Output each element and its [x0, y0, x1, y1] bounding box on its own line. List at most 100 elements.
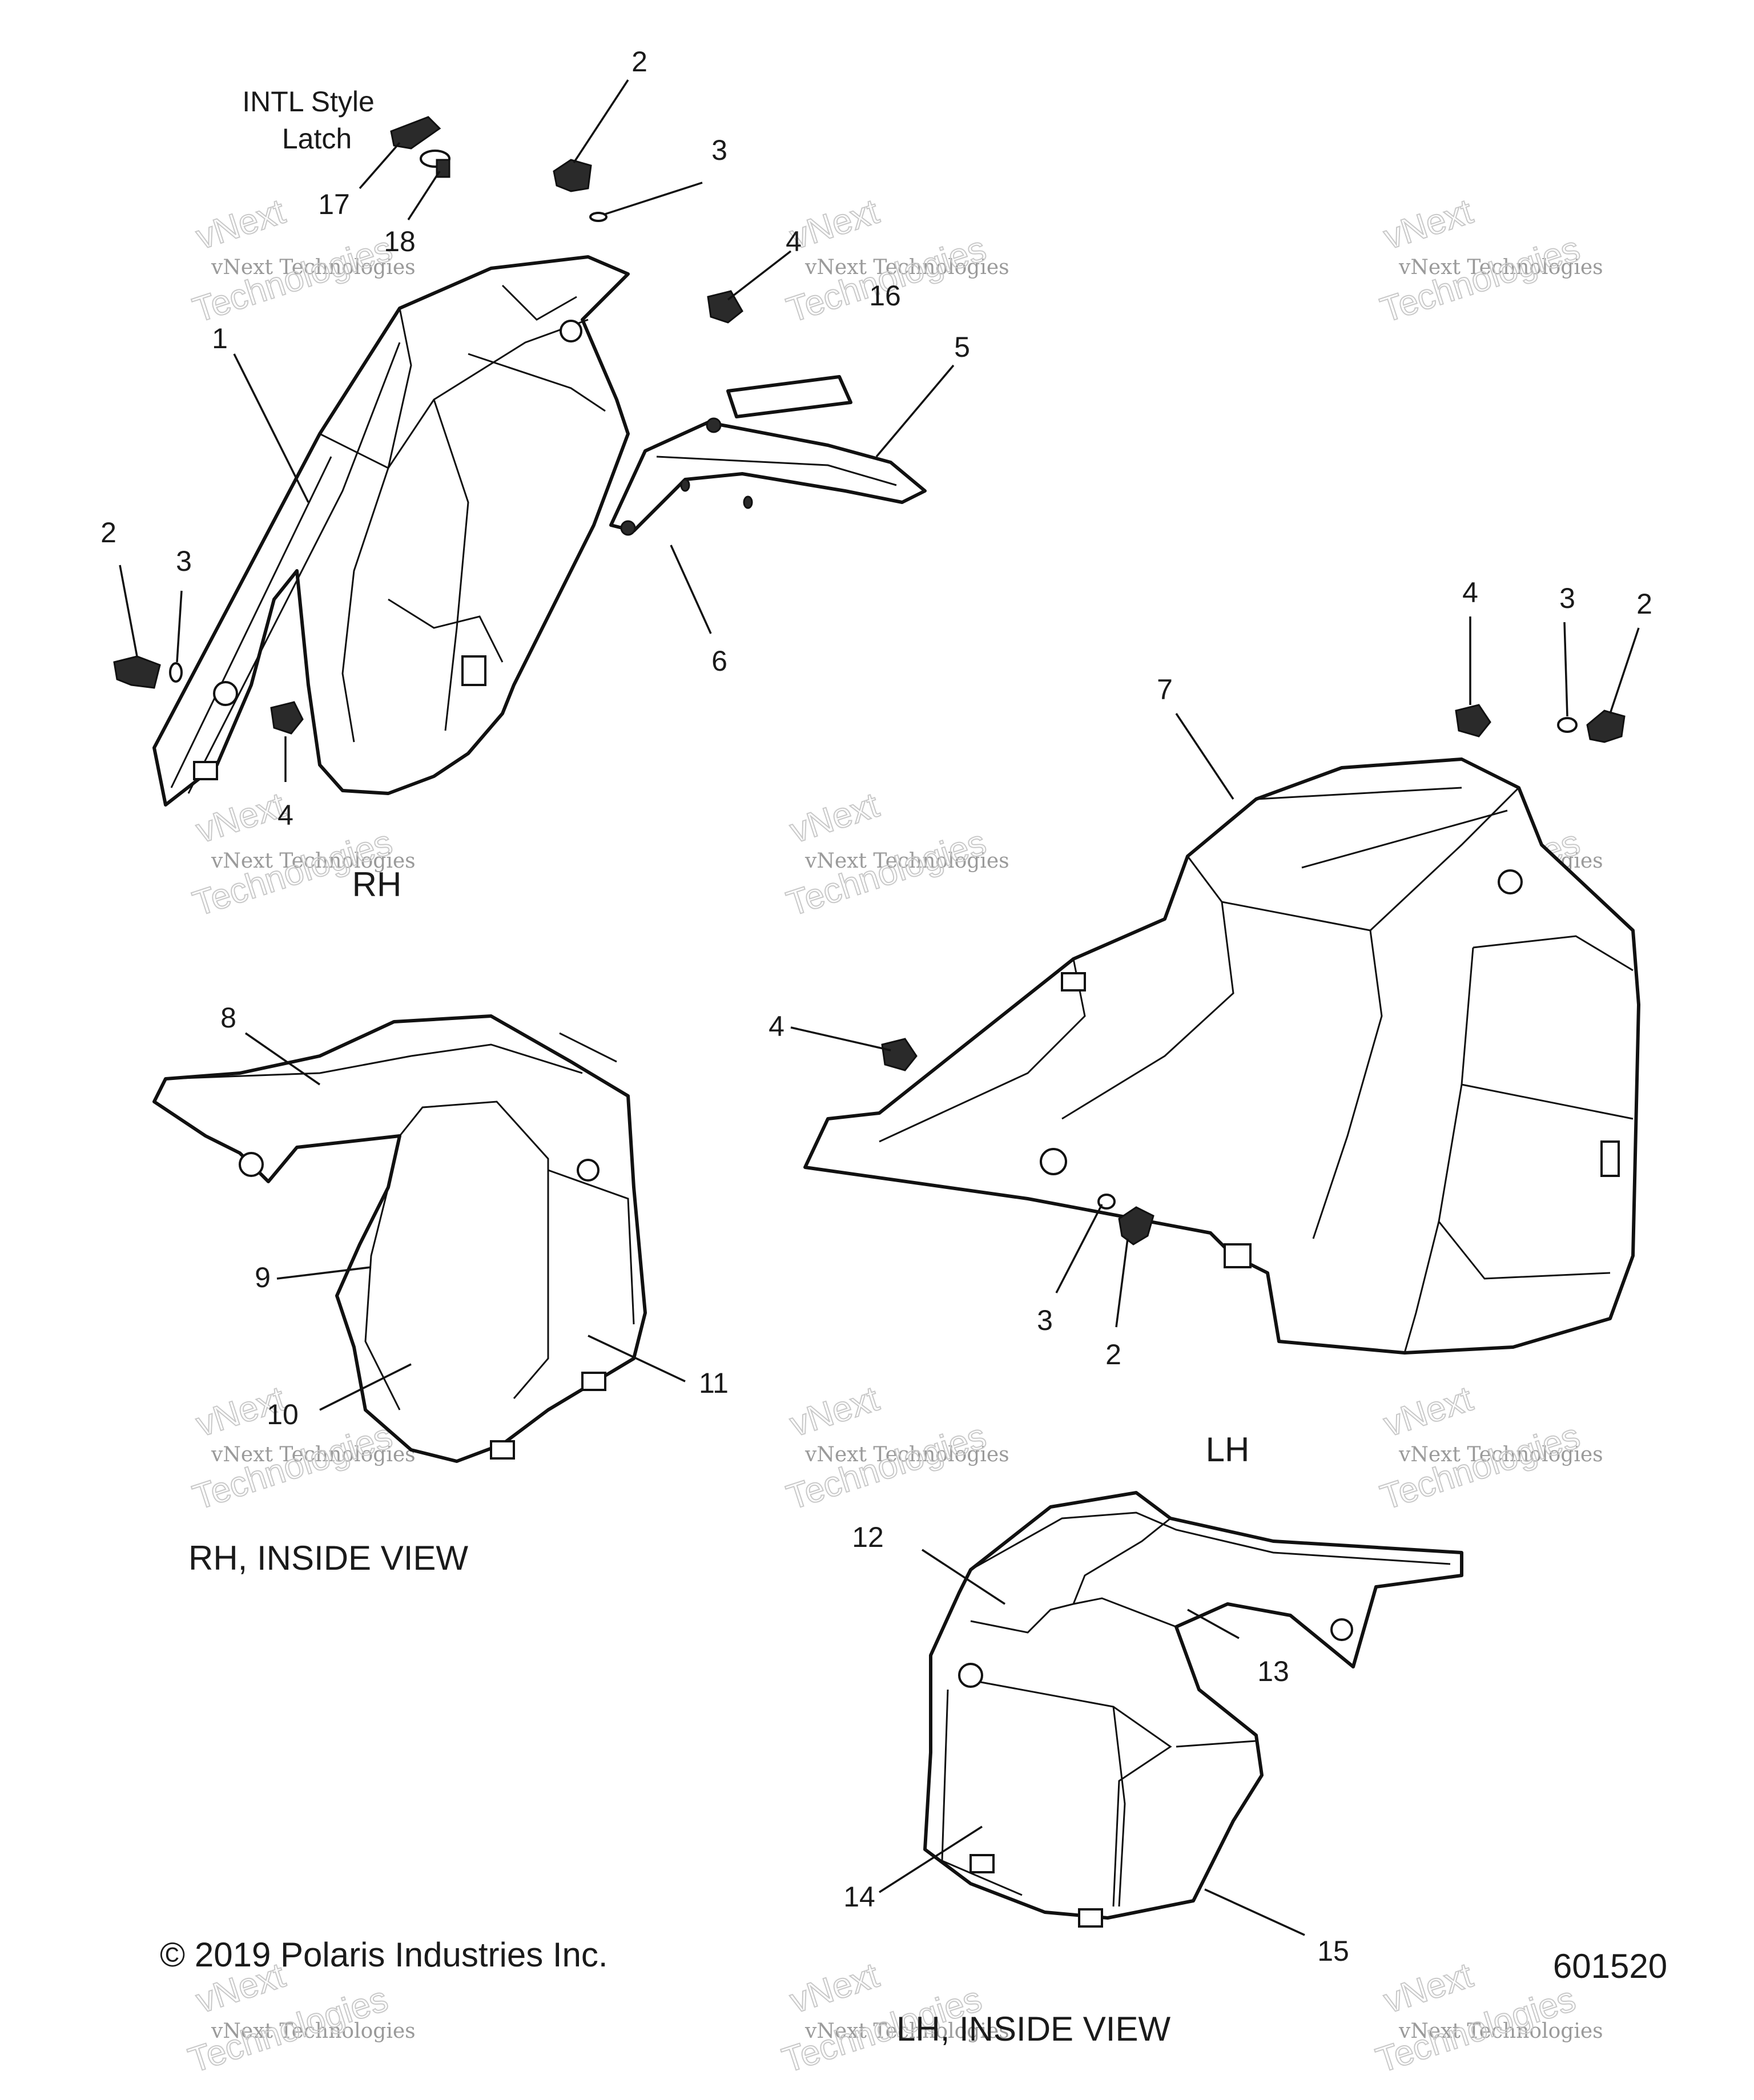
- rh-fender-tab: [193, 761, 218, 780]
- push-fastener: [420, 150, 450, 178]
- grommet-top: [707, 290, 743, 324]
- rh-fender-crease: [341, 308, 412, 743]
- lh-fender-tab: [1600, 1140, 1620, 1177]
- callout-5: 5: [954, 331, 970, 363]
- svg-text:vNext Technologies: vNext Technologies: [1398, 1443, 1603, 1466]
- callout-14: 14: [843, 1881, 875, 1913]
- callout-1: 1: [212, 323, 228, 354]
- latch-intl: [390, 116, 441, 150]
- grommet-lh-top: [1455, 704, 1491, 737]
- callout-10: 10: [267, 1398, 299, 1430]
- svg-text:vNext Technologies: vNext Technologies: [804, 2020, 1009, 2043]
- callout-3: 3: [176, 545, 192, 577]
- rh-fender-crease: [170, 456, 332, 788]
- svg-text:vNext: vNext: [1379, 1379, 1477, 1445]
- rh-fender-crease: [501, 284, 577, 321]
- caption-lh-inside: LH, INSIDE VIEW: [896, 2010, 1170, 2048]
- svg-text:vNext Technologies: vNext Technologies: [804, 256, 1009, 279]
- rh-fender-hole: [560, 320, 582, 342]
- svg-text:vNext Technologies: vNext Technologies: [804, 849, 1009, 873]
- callout-3: 3: [1037, 1304, 1053, 1336]
- lh-fender-outer-panel: [803, 757, 1640, 1355]
- intl-style-note: INTL Style: [242, 86, 375, 118]
- washer: [589, 212, 608, 222]
- rh-fender-crease: [187, 342, 401, 794]
- callout-11: 11: [699, 1367, 729, 1399]
- leader-lines: [119, 79, 1640, 1936]
- caption-lh: LH: [1206, 1430, 1250, 1469]
- watermark: vNext vNext Technologies Technologies: [782, 785, 1009, 925]
- svg-text:vNext: vNext: [785, 785, 883, 851]
- callout-3: 3: [1559, 582, 1575, 614]
- latch-lh-bot: [1118, 1206, 1154, 1246]
- svg-text:vNext: vNext: [191, 785, 289, 851]
- callout-4: 4: [277, 799, 293, 831]
- washer: [169, 662, 183, 683]
- rh-fender-outer-panel: [152, 255, 630, 807]
- rh-fender-assembly: [152, 255, 630, 807]
- callouts: 1 2 3 4 16 5 6 17 18 2 3 4 4 3 2 7 8 9 1…: [100, 46, 1652, 1967]
- watermark: vNext vNext Technologies Technologies: [782, 1378, 1009, 1518]
- rh-inside-view: [152, 1014, 647, 1463]
- callout-2: 2: [100, 517, 116, 549]
- watermark: vNext vNext Technologies Technologies: [188, 191, 416, 331]
- decal: [726, 375, 852, 418]
- latch-top: [553, 159, 592, 192]
- latch-note: Latch: [282, 123, 352, 155]
- lh-fender-assembly: [803, 757, 1640, 1355]
- watermark: vNext vNext Technologies Technologies: [1375, 1378, 1603, 1518]
- latch-lh-top: [1586, 710, 1626, 743]
- rh-fender-crease: [468, 353, 606, 412]
- svg-text:vNext: vNext: [1379, 192, 1477, 257]
- caption-rh: RH: [352, 865, 402, 904]
- callout-4: 4: [786, 225, 802, 257]
- callout-2: 2: [1636, 588, 1652, 620]
- callout-12: 12: [852, 1521, 884, 1553]
- watermark: vNext vNext Technologies Technologies: [183, 1955, 416, 2081]
- svg-text:vNext Technologies: vNext Technologies: [211, 1443, 416, 1466]
- svg-text:vNext: vNext: [191, 192, 289, 257]
- callout-2: 2: [631, 46, 647, 78]
- rh-fender-tab: [461, 655, 486, 686]
- svg-text:vNext Technologies: vNext Technologies: [211, 2020, 416, 2043]
- callout-18: 18: [384, 225, 416, 257]
- svg-text:vNext Technologies: vNext Technologies: [211, 256, 416, 279]
- lh-fender-tab: [1224, 1243, 1252, 1268]
- rh-support-bracket: [609, 417, 927, 536]
- lh-fender-tab: [1061, 972, 1086, 991]
- latch-rh: [113, 655, 161, 689]
- svg-text:vNext Technologies: vNext Technologies: [804, 1443, 1009, 1466]
- grommet-rh: [270, 701, 304, 735]
- svg-text:vNext Technologies: vNext Technologies: [1398, 2020, 1603, 2043]
- callout-4: 4: [769, 1010, 785, 1042]
- grommet-lh-mid: [881, 1038, 918, 1071]
- callout-16: 16: [869, 280, 901, 312]
- callout-7: 7: [1157, 674, 1173, 706]
- caption-rh-inside: RH, INSIDE VIEW: [188, 1539, 468, 1577]
- callout-3: 3: [711, 134, 727, 166]
- callout-13: 13: [1257, 1655, 1289, 1687]
- callout-6: 6: [711, 645, 727, 677]
- figure-number: 601520: [1553, 1947, 1667, 1985]
- rh-fender-crease: [388, 598, 504, 663]
- svg-text:vNext Technologies: vNext Technologies: [211, 849, 416, 873]
- callout-8: 8: [220, 1002, 236, 1034]
- rh-fender-crease: [433, 399, 469, 731]
- copyright-notice: © 2019 Polaris Industries Inc.: [160, 1936, 608, 1974]
- svg-text:vNext: vNext: [785, 1379, 883, 1445]
- watermark: vNext vNext Technologies Technologies: [1375, 191, 1603, 331]
- rh-fender-hole: [213, 681, 238, 706]
- svg-text:vNext Technologies: vNext Technologies: [1398, 256, 1603, 279]
- lh-fender-hole: [1498, 869, 1523, 894]
- callout-2: 2: [1105, 1339, 1121, 1371]
- washer: [1557, 717, 1578, 733]
- callout-17: 17: [318, 188, 350, 220]
- svg-text:vNext: vNext: [1379, 1956, 1477, 2021]
- callout-9: 9: [255, 1261, 271, 1293]
- lh-fender-hole: [1040, 1148, 1067, 1175]
- callout-15: 15: [1317, 1935, 1349, 1967]
- callout-4: 4: [1462, 577, 1478, 608]
- svg-text:vNext: vNext: [785, 1956, 883, 2021]
